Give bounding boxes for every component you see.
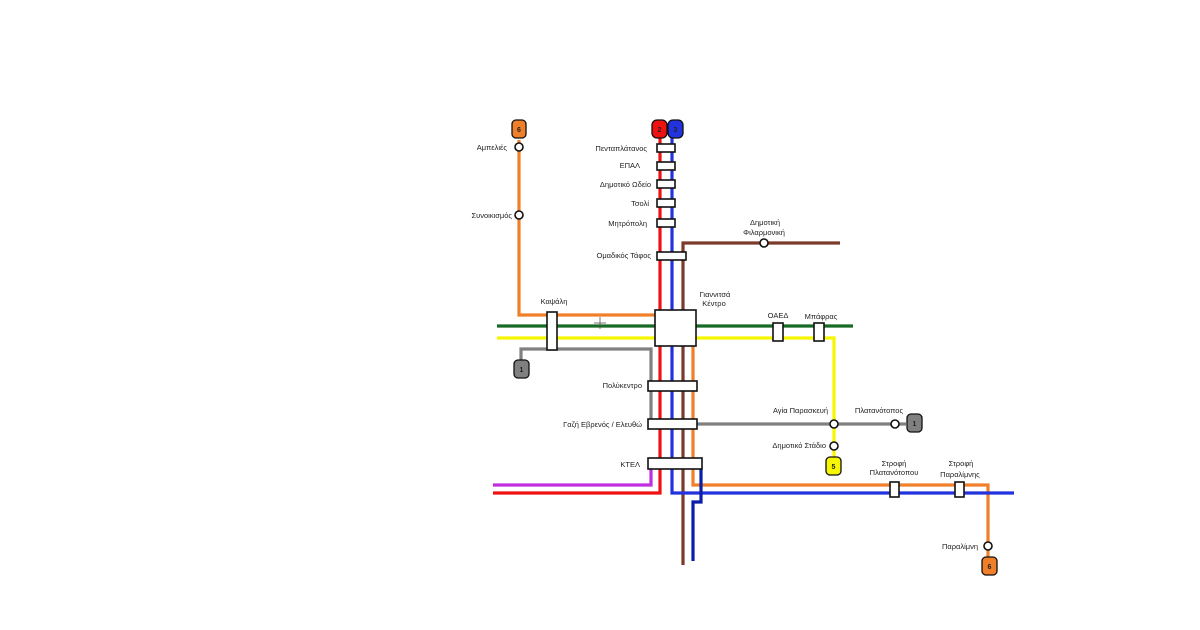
station-epal-marker[interactable] [656, 161, 676, 171]
label-tsoli: Τσολί [631, 199, 649, 208]
station-filarmoniki-marker[interactable] [759, 238, 769, 248]
label-paralimni: Παραλίμνη [942, 542, 978, 551]
svg-text:1: 1 [913, 421, 917, 428]
svg-text:6: 6 [517, 127, 521, 134]
label-strofi-par-line2: Παραλίμνης [940, 470, 980, 479]
svg-text:5: 5 [832, 464, 836, 471]
station-ktel-marker[interactable] [647, 457, 703, 470]
station-platanotopos-marker[interactable] [890, 419, 900, 429]
svg-text:1: 1 [520, 367, 524, 374]
line-purple [493, 466, 653, 487]
label-strofi-plat-line2: Πλατανότοπου [870, 468, 919, 477]
label-dimotiko-stadio: Δημοτικό Στάδιο [772, 441, 826, 450]
station-pentaplatanos-marker[interactable] [656, 143, 676, 153]
line-1-badge-right[interactable]: 1 [906, 413, 923, 433]
line-6-badge-bottom[interactable]: 6 [981, 556, 998, 576]
station-oaed-marker[interactable] [772, 322, 784, 342]
label-omadikos-tafos: Ομαδικός Τάφος [597, 251, 652, 260]
station-ampelies-marker[interactable] [514, 142, 524, 152]
line-6-orange-bottom [691, 346, 990, 560]
label-epal: ΕΠΑΛ [620, 161, 640, 170]
line-1-gray [519, 347, 906, 426]
station-dimotiko-odeio-marker[interactable] [656, 179, 676, 189]
label-polykentro: Πολύκεντρο [603, 381, 642, 390]
line-1-badge-left[interactable]: 1 [513, 359, 530, 379]
svg-text:2: 2 [658, 127, 662, 134]
label-filarmoniki-line2: Φιλαρμονική [743, 228, 785, 237]
label-mpafras: Μπάφρας [805, 312, 838, 321]
line-navy [691, 466, 703, 561]
label-pentaplatanos: Πενταπλάτανος [595, 144, 647, 153]
line-5-badge[interactable]: 5 [825, 456, 842, 476]
station-dimotiko-stadio-marker[interactable] [829, 441, 839, 451]
station-strofi-platanotopou-marker[interactable] [889, 481, 900, 498]
line-3-badge[interactable]: 3 [667, 119, 684, 139]
station-kafali-marker[interactable] [546, 311, 558, 351]
station-kentro-marker[interactable] [654, 309, 697, 347]
svg-text:3: 3 [674, 127, 678, 134]
label-kafali: Καψάλη [541, 297, 568, 306]
label-mitropoli: Μητρόπολη [608, 219, 647, 228]
line-2-badge[interactable]: 2 [651, 119, 668, 139]
label-dimotiko-odeio: Δημοτικό Ωδείο [600, 180, 651, 189]
line-3-blue [670, 134, 1014, 495]
station-gazi-marker[interactable] [647, 418, 698, 430]
label-agia-paraskevi: Αγία Παρασκευή [773, 406, 828, 415]
station-agia-paraskevi-marker[interactable] [829, 419, 839, 429]
label-kentro-line2: Κέντρο [702, 299, 726, 308]
station-omadikos-tafos-marker[interactable] [656, 251, 687, 261]
line-6-badge-top[interactable]: 6 [511, 119, 527, 139]
label-oaed: ΟΑΕΔ [768, 311, 789, 320]
label-kentro-line1: Γιαννιτσά [700, 290, 731, 299]
label-filarmoniki-line1: Δημοτική [750, 218, 780, 227]
label-ktel: ΚΤΕΛ [620, 460, 640, 469]
station-paralimni-marker[interactable] [983, 541, 993, 551]
label-strofi-par-line1: Στροφή [949, 459, 974, 468]
station-synoikismos-marker[interactable] [514, 210, 524, 220]
station-mitropoli-marker[interactable] [656, 218, 676, 228]
crosshair-cursor-icon [594, 317, 606, 329]
station-strofi-paralimnis-marker[interactable] [954, 481, 965, 498]
line-5-yellow [497, 336, 836, 458]
station-polykentro-marker[interactable] [647, 380, 698, 392]
line-6-orange-top [517, 140, 655, 317]
station-mpafras-marker[interactable] [813, 322, 825, 342]
label-synoikismos: Συνοικισμός [472, 211, 513, 220]
label-gazi: Γαζή Εβρενός / Ελευθώ [563, 420, 642, 429]
label-ampelies: Αμπελιές [477, 143, 508, 152]
station-tsoli-marker[interactable] [656, 198, 676, 208]
svg-text:6: 6 [988, 564, 992, 571]
label-platanotopos: Πλατανότοπος [855, 406, 904, 415]
label-strofi-plat-line1: Στροφή [882, 459, 907, 468]
